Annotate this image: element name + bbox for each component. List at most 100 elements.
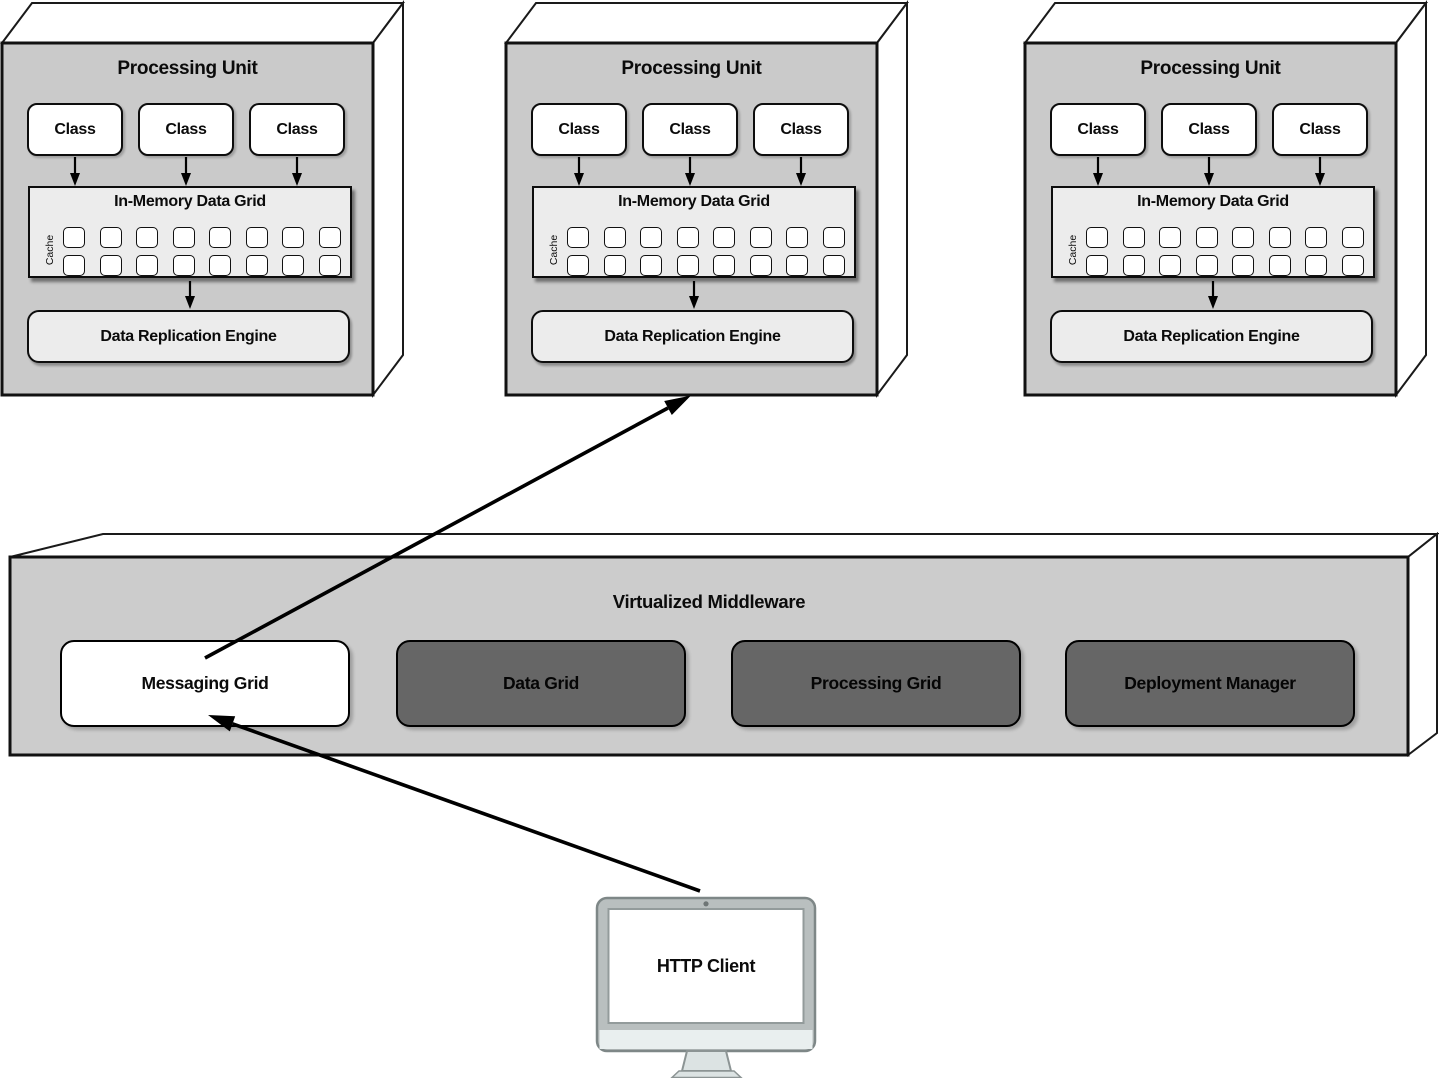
processing-unit-2: Processing Unit Class Class Class In-Mem… <box>506 43 877 395</box>
cache-cells <box>63 227 341 276</box>
cache-cell <box>822 255 845 276</box>
cache-cell <box>318 227 341 248</box>
cache-cell <box>99 227 122 248</box>
cache-cell <box>1086 255 1108 276</box>
unit-title: Processing Unit <box>117 58 258 79</box>
cache-cell <box>245 227 268 248</box>
grid-title: In-Memory Data Grid <box>618 193 770 210</box>
unit-title: Processing Unit <box>621 58 762 79</box>
class-label: Class <box>276 120 318 138</box>
cache-cells <box>567 227 845 276</box>
cache-cell <box>1268 227 1291 248</box>
in-memory-data-grid: In-Memory Data Grid Cache <box>532 186 856 278</box>
cache-cell <box>209 227 231 248</box>
cache-cell <box>1268 255 1291 276</box>
component-label: Processing Grid <box>810 673 942 693</box>
cache-cell <box>1232 255 1254 276</box>
processing-unit-1: Processing Unit Class Class Class In-Mem… <box>2 43 373 395</box>
http-client-label: HTTP Client <box>656 956 756 976</box>
cache-cell <box>1159 255 1181 276</box>
cache-cell <box>1195 227 1218 248</box>
in-memory-data-grid: In-Memory Data Grid Cache <box>1051 186 1375 278</box>
deployment-manager-box: Deployment Manager <box>1065 640 1355 727</box>
processing-unit-3: Processing Unit Class Class Class In-Mem… <box>1025 43 1396 395</box>
cache-cell <box>822 227 845 248</box>
cache-cell <box>1122 255 1145 276</box>
class-box: Class <box>138 103 234 156</box>
component-label: Data Grid <box>502 673 580 693</box>
cache-cells <box>1086 227 1364 276</box>
cache-cell <box>676 227 699 248</box>
data-grid-box: Data Grid <box>396 640 686 727</box>
cache-cell <box>1086 227 1108 248</box>
cache-cell <box>63 255 85 276</box>
cache-cell <box>99 255 122 276</box>
grid-title: In-Memory Data Grid <box>1137 193 1289 210</box>
class-label: Class <box>1077 120 1119 138</box>
class-box: Class <box>27 103 123 156</box>
cache-cell <box>136 255 158 276</box>
engine-label: Data Replication Engine <box>100 327 277 345</box>
cache-cell <box>1232 227 1254 248</box>
class-box: Class <box>1272 103 1368 156</box>
monitor-base <box>670 1070 743 1078</box>
data-replication-engine: Data Replication Engine <box>531 310 854 363</box>
data-replication-engine: Data Replication Engine <box>1050 310 1373 363</box>
monitor-chin <box>599 1030 813 1049</box>
component-label: Deployment Manager <box>1124 673 1296 693</box>
class-label: Class <box>558 120 600 138</box>
cache-cell <box>1122 227 1145 248</box>
class-box: Class <box>249 103 345 156</box>
cache-cell <box>1159 227 1181 248</box>
messaging-grid-box: Messaging Grid <box>60 640 350 727</box>
monitor-stand <box>680 1050 733 1072</box>
cache-cell <box>640 227 662 248</box>
cache-cell <box>676 255 699 276</box>
cache-cell <box>567 255 589 276</box>
cache-cell <box>786 227 808 248</box>
cache-cell <box>1341 255 1364 276</box>
http-client-monitor <box>595 896 817 1078</box>
class-label: Class <box>780 120 822 138</box>
cache-cell <box>567 227 589 248</box>
cache-cell <box>1305 227 1327 248</box>
virtualized-middleware: Virtualized Middleware Messaging Grid Da… <box>10 557 1408 755</box>
data-replication-engine: Data Replication Engine <box>27 310 350 363</box>
class-box: Class <box>753 103 849 156</box>
cache-cell <box>136 227 158 248</box>
class-box: Class <box>642 103 738 156</box>
cache-cell <box>1305 255 1327 276</box>
cache-cell <box>640 255 662 276</box>
cache-cell <box>713 255 735 276</box>
grid-title: In-Memory Data Grid <box>114 193 266 210</box>
class-label: Class <box>1299 120 1341 138</box>
engine-label: Data Replication Engine <box>1123 327 1300 345</box>
cache-cell <box>282 227 304 248</box>
cache-cell <box>209 255 231 276</box>
class-label: Class <box>669 120 711 138</box>
cache-cell <box>603 255 626 276</box>
class-box: Class <box>1050 103 1146 156</box>
cache-cell <box>172 227 195 248</box>
cache-cell <box>318 255 341 276</box>
cache-cell <box>63 227 85 248</box>
component-label: Messaging Grid <box>141 673 269 693</box>
cache-cell <box>713 227 735 248</box>
cache-cell <box>603 227 626 248</box>
class-box: Class <box>531 103 627 156</box>
cache-cell <box>749 255 772 276</box>
unit-title: Processing Unit <box>1140 58 1281 79</box>
class-label: Class <box>1188 120 1230 138</box>
class-label: Class <box>165 120 207 138</box>
in-memory-data-grid: In-Memory Data Grid Cache <box>28 186 352 278</box>
cache-cell <box>1195 255 1218 276</box>
cache-cell <box>172 255 195 276</box>
cache-cell <box>786 255 808 276</box>
middleware-title: Virtualized Middleware <box>612 591 806 612</box>
cache-cell <box>1341 227 1364 248</box>
processing-grid-box: Processing Grid <box>731 640 1021 727</box>
class-label: Class <box>54 120 96 138</box>
monitor-camera-dot <box>703 901 709 907</box>
cache-cell <box>282 255 304 276</box>
